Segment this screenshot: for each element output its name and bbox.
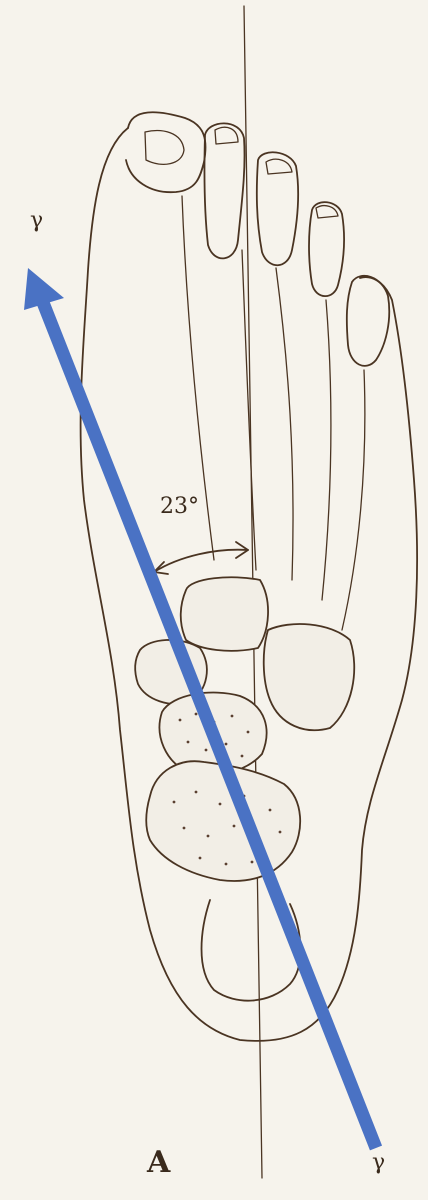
metatarsal-5	[342, 370, 365, 630]
metatarsal-4	[322, 300, 331, 600]
fourth-toe	[309, 202, 344, 296]
fourth-toe-nail	[316, 206, 338, 218]
big-toe-nail	[145, 131, 184, 165]
angle-label: 23°	[160, 494, 199, 519]
third-toe-nail	[266, 159, 292, 174]
foot-axis-arrowhead	[24, 268, 64, 310]
angle-arc	[154, 550, 248, 572]
metatarsal-3	[276, 268, 293, 580]
axis-mark-top: γ	[30, 208, 43, 233]
cuboid-bone	[264, 624, 355, 730]
calcaneus-bone	[146, 761, 300, 881]
panel-label: A	[147, 1145, 170, 1180]
second-toe-nail	[215, 127, 238, 144]
axis-mark-bottom: γ	[372, 1150, 385, 1175]
little-toe	[347, 276, 389, 366]
big-toe	[126, 112, 206, 192]
cuneiform-bone	[181, 577, 268, 651]
